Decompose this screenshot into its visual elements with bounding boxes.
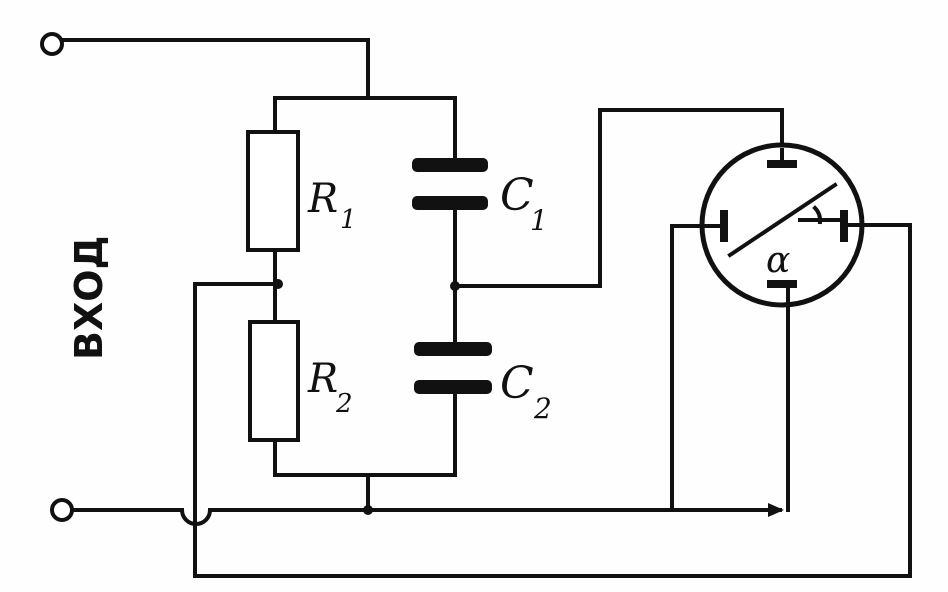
- input-terminal-top: [40, 32, 64, 56]
- capacitor-c2-plate-top: [414, 342, 492, 356]
- resistor-r1: [246, 130, 300, 252]
- label-r1-index: 1: [340, 205, 357, 235]
- angle-arc: [812, 205, 823, 225]
- wire-cmid-to-plate: [453, 108, 784, 288]
- wire-plate-left: [670, 224, 722, 512]
- capacitor-c1-plate-bottom: [412, 196, 488, 210]
- plate-right: [840, 210, 848, 242]
- plate-bottom: [767, 280, 797, 288]
- label-r2-index: 2: [335, 389, 353, 419]
- plate-top: [767, 160, 797, 168]
- label-c1-letter: C: [500, 170, 534, 221]
- label-c2-letter: C: [500, 358, 534, 409]
- capacitor-c2-plate-bottom: [414, 380, 492, 394]
- junction-bottom: [363, 505, 373, 515]
- input-terminal-bottom: [50, 498, 74, 522]
- label-r1-letter: R: [307, 176, 338, 222]
- trace-line: [727, 182, 838, 258]
- wire-input-bottom: [70, 508, 782, 526]
- capacitor-c1-plate-top: [412, 158, 488, 172]
- arrow-tip: [768, 503, 784, 517]
- meter-symbol: α: [766, 240, 790, 281]
- resistor-r2: [248, 320, 300, 442]
- label-c1-index: 1: [530, 204, 548, 237]
- wire-input-top: [60, 38, 370, 100]
- wire-r2-bottom: [273, 438, 457, 477]
- wire-rmid-loop: [193, 223, 912, 578]
- label-c2-index: 2: [533, 392, 552, 425]
- input-label: ВХОД: [67, 236, 111, 360]
- plate-left: [720, 210, 728, 242]
- label-r2-letter: R: [307, 356, 338, 402]
